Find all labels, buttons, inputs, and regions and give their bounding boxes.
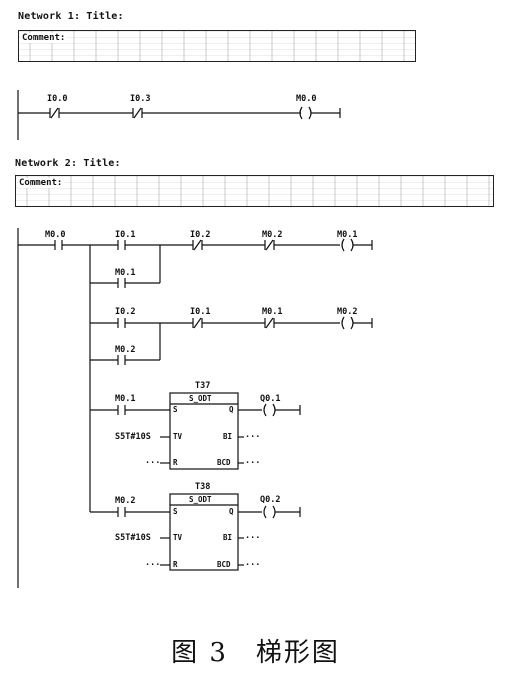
network-2-comment-box[interactable]: Comment: [15, 175, 494, 207]
network-1-comment-label: Comment: [21, 33, 67, 43]
timer1-pin-s: S [173, 405, 178, 414]
contact-m0-0[interactable] [54, 240, 63, 250]
label-m0-0-coil: M0.0 [296, 94, 317, 104]
timer1-name: T37 [195, 381, 211, 391]
coil-q0-2[interactable] [263, 505, 276, 519]
timer2-bi-dots: ... [245, 531, 261, 541]
timer-t37-block[interactable] [169, 392, 239, 470]
contact-m0-2-parallel[interactable] [117, 355, 126, 365]
label-r1-contact-b: I0.2 [190, 230, 211, 240]
timer1-pin-r: R [173, 458, 178, 467]
figure-caption: 图 3 梯形图 [171, 638, 340, 668]
timer1-pin-tv: TV [173, 432, 183, 441]
coil-q0-1[interactable] [263, 403, 276, 417]
timer2-pin-r: R [173, 560, 178, 569]
contact-m0-2-timer[interactable] [117, 507, 126, 517]
network-2-title: Network 2: Title: [15, 158, 121, 169]
timer2-pin-bcd: BCD [217, 560, 231, 569]
timer2-pin-tv: TV [173, 533, 183, 542]
network-1-title: Network 1: Title: [18, 11, 124, 22]
timer2-tv-value: S5T#10S [115, 533, 151, 543]
label-timer1-contact: M0.1 [115, 394, 136, 404]
label-r2-contact-b: I0.1 [190, 307, 211, 317]
contact-m0-1-r2[interactable] [264, 317, 275, 329]
timer2-pin-q: Q [229, 507, 234, 516]
label-q0-1: Q0.1 [260, 394, 281, 404]
timer2-bcd-dots: ... [245, 558, 261, 568]
label-q0-2: Q0.2 [260, 495, 281, 505]
timer-t38-block[interactable] [169, 493, 239, 571]
network-1-comment-box[interactable]: Comment: [18, 30, 416, 62]
contact-i0-0[interactable] [49, 107, 60, 119]
timer1-pin-bi: BI [223, 432, 233, 441]
coil-m0-0[interactable] [299, 106, 312, 120]
label-m0-0-contact: M0.0 [45, 230, 66, 240]
timer2-pin-s: S [173, 507, 178, 516]
label-r1-parallel: M0.1 [115, 268, 136, 278]
contact-m0-2-r1[interactable] [264, 239, 275, 251]
label-i0-3: I0.3 [130, 94, 151, 104]
coil-m0-1[interactable] [341, 238, 354, 252]
timer2-pin-bi: BI [223, 533, 233, 542]
label-r2-parallel: M0.2 [115, 345, 136, 355]
coil-m0-2[interactable] [341, 316, 354, 330]
contact-m0-1-timer[interactable] [117, 405, 126, 415]
contact-i0-2-r2[interactable] [117, 318, 126, 328]
timer1-tv-value: S5T#10S [115, 432, 151, 442]
contact-i0-1-r2[interactable] [192, 317, 203, 329]
contact-i0-3[interactable] [132, 107, 143, 119]
timer2-name: T38 [195, 482, 211, 492]
timer1-r-dots: ... [145, 456, 161, 466]
label-r1-coil: M0.1 [337, 230, 358, 240]
timer1-bi-dots: ... [245, 430, 261, 440]
label-i0-0: I0.0 [47, 94, 68, 104]
timer2-type: S_ODT [189, 495, 212, 504]
timer1-type: S_ODT [189, 394, 212, 403]
contact-i0-2-r1[interactable] [192, 239, 203, 251]
contact-m0-1-parallel[interactable] [117, 278, 126, 288]
timer1-pin-q: Q [229, 405, 234, 414]
timer1-pin-bcd: BCD [217, 458, 231, 467]
timer2-r-dots: ... [145, 558, 161, 568]
label-r2-contact-a: I0.2 [115, 307, 136, 317]
label-r1-contact-c: M0.2 [262, 230, 283, 240]
contact-i0-1-r1[interactable] [117, 240, 126, 250]
label-r2-contact-c: M0.1 [262, 307, 283, 317]
label-r1-contact-a: I0.1 [115, 230, 136, 240]
timer1-bcd-dots: ... [245, 456, 261, 466]
label-timer2-contact: M0.2 [115, 496, 136, 506]
network-2-comment-label: Comment: [18, 178, 64, 188]
label-r2-coil: M0.2 [337, 307, 358, 317]
